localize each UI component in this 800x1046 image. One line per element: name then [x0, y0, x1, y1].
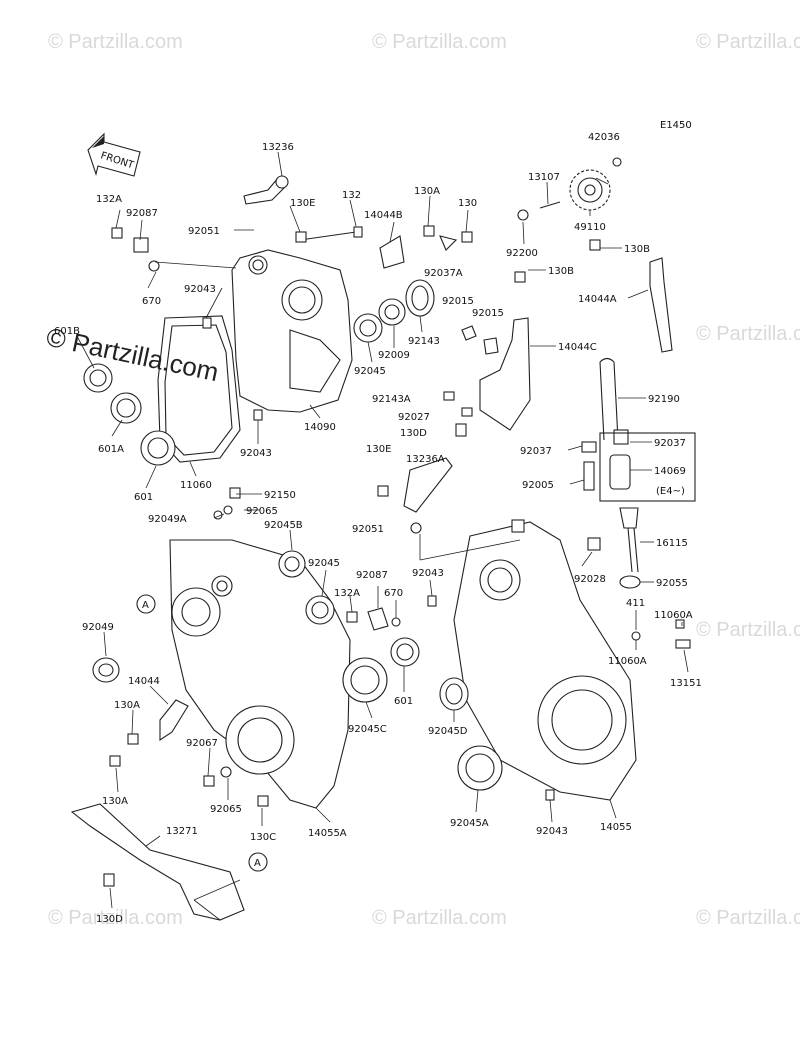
part-label: 92043: [240, 448, 272, 459]
part-label: 13107: [528, 172, 560, 183]
part-label: 11060: [180, 480, 212, 491]
part-label: 92049A: [148, 514, 187, 525]
reference-a: A: [142, 600, 149, 611]
part-label: 13236: [262, 142, 294, 153]
part-label: 49110: [574, 222, 606, 233]
part-label: 130E: [366, 444, 391, 455]
part-label: 92045: [308, 558, 340, 569]
part-label: 132A: [334, 588, 360, 599]
part-label: 601: [394, 696, 413, 707]
part-label: 130A: [114, 700, 140, 711]
reference-a: A: [254, 858, 261, 869]
part-label: 670: [384, 588, 403, 599]
part-label: 92087: [356, 570, 388, 581]
part-label: 16115: [656, 538, 688, 549]
watermark: © Partzilla.com: [696, 323, 800, 345]
part-label: 130C: [250, 832, 276, 843]
diagram-code: E1450: [660, 120, 692, 131]
part-label: 92051: [188, 226, 220, 237]
watermark-group: © Partzilla.com © Partzilla.com © Partzi…: [44, 31, 800, 929]
leader-lines: [77, 151, 689, 921]
watermark: © Partzilla.com: [696, 907, 800, 929]
part-label: 14044C: [558, 342, 597, 353]
parts-drawing: [70, 157, 696, 921]
part-label: 11060A: [608, 656, 647, 667]
part-label: 92049: [82, 622, 114, 633]
part-label: 411: [626, 598, 645, 609]
part-label: 92037: [520, 446, 552, 457]
part-label: 92067: [186, 738, 218, 749]
part-label: 92051: [352, 524, 384, 535]
part-label: 13236A: [406, 454, 445, 465]
part-label: 92045C: [348, 724, 387, 735]
part-label: 14044A: [578, 294, 617, 305]
part-label: 92027: [398, 412, 430, 423]
part-label: 132: [342, 190, 361, 201]
part-label: 132A: [96, 194, 122, 205]
part-label: (E4~): [656, 486, 685, 497]
part-label: 14055: [600, 822, 632, 833]
part-label: 92043: [536, 826, 568, 837]
part-label: 92045B: [264, 520, 303, 531]
part-label: 130: [458, 198, 477, 209]
part-label: 130B: [624, 244, 650, 255]
part-label: 130B: [548, 266, 574, 277]
part-label: 92150: [264, 490, 296, 501]
part-label: 14044: [128, 676, 160, 687]
watermark: © Partzilla.com: [48, 31, 183, 53]
part-label: 92143A: [372, 394, 411, 405]
part-label: 130E: [290, 198, 315, 209]
front-arrow-icon: FRONT: [87, 132, 141, 177]
part-label: 92015: [442, 296, 474, 307]
part-label: 14055A: [308, 828, 347, 839]
part-label: 13151: [670, 678, 702, 689]
part-label: 92065: [246, 506, 278, 517]
part-label: 13271: [166, 826, 198, 837]
watermark: © Partzilla.com: [372, 31, 507, 53]
part-label: 92143: [408, 336, 440, 347]
part-label: 14069: [654, 466, 686, 477]
part-label: 92190: [648, 394, 680, 405]
part-label: 92043: [412, 568, 444, 579]
part-label: 14090: [304, 422, 336, 433]
part-label: 92045: [354, 366, 386, 377]
part-label: 130D: [96, 914, 123, 925]
part-label: 92087: [126, 208, 158, 219]
part-label: 11060A: [654, 610, 693, 621]
part-label: 130A: [414, 186, 440, 197]
part-label: 92037A: [424, 268, 463, 279]
part-label: 92055: [656, 578, 688, 589]
part-label: 601B: [54, 326, 80, 337]
part-label: 601A: [98, 444, 124, 455]
part-label: 130D: [400, 428, 427, 439]
part-label: 42036: [588, 132, 620, 143]
watermark: © Partzilla.com: [372, 907, 507, 929]
part-label: 92009: [378, 350, 410, 361]
part-label: 670: [142, 296, 161, 307]
part-label: 92065: [210, 804, 242, 815]
part-label: 92043: [184, 284, 216, 295]
part-label: 130A: [102, 796, 128, 807]
watermark: © Partzilla.com: [696, 619, 800, 641]
part-label: 92045D: [428, 726, 468, 737]
watermark: © Partzilla.com: [48, 907, 183, 929]
part-label: 92028: [574, 574, 606, 585]
part-label: 92037: [654, 438, 686, 449]
part-labels: 13236 132A 92087 92051 130E 132 14044B 1…: [54, 132, 702, 925]
part-label: 92015: [472, 308, 504, 319]
part-label: 92005: [522, 480, 554, 491]
watermark: © Partzilla.com: [696, 31, 800, 53]
part-label: 92045A: [450, 818, 489, 829]
part-label: 601: [134, 492, 153, 503]
part-label: 14044B: [364, 210, 403, 221]
part-label: 92200: [506, 248, 538, 259]
